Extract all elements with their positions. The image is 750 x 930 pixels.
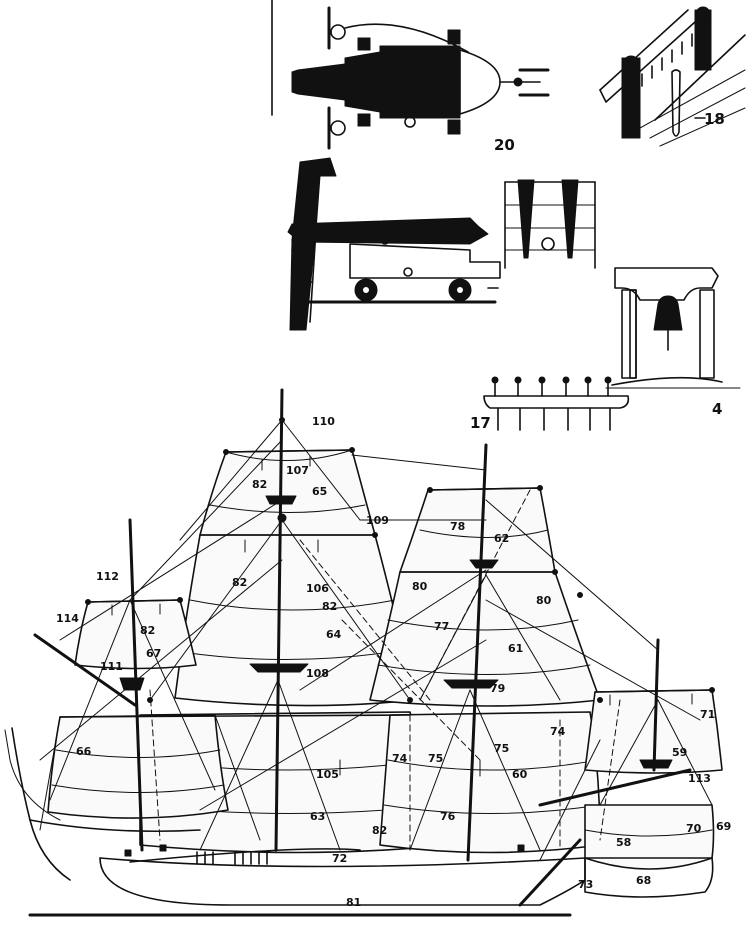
label-70: 70 bbox=[686, 822, 702, 835]
label-79: 79 bbox=[490, 682, 505, 695]
figure-label-fife-rail: 17 bbox=[470, 414, 491, 432]
label-106: 106 bbox=[306, 582, 329, 595]
fife-rail-diagram: 17 bbox=[470, 376, 630, 432]
label-68: 68 bbox=[636, 874, 651, 887]
label-73: 73 bbox=[578, 878, 593, 891]
label-65: 65 bbox=[312, 485, 327, 498]
label-63: 63 bbox=[310, 810, 325, 823]
label-66: 66 bbox=[76, 745, 92, 758]
label-78: 78 bbox=[450, 520, 465, 533]
label-112: 112 bbox=[96, 570, 119, 583]
label-60: 60 bbox=[512, 768, 528, 781]
label-105: 105 bbox=[316, 768, 339, 781]
label-107: 107 bbox=[286, 464, 309, 477]
label-80-right: 80 bbox=[536, 594, 552, 607]
pin-rail-diagram: 18 bbox=[599, 6, 746, 147]
label-81: 81 bbox=[346, 896, 361, 909]
label-75-right: 75 bbox=[494, 742, 509, 755]
label-80-left: 80 bbox=[412, 580, 428, 593]
label-82-fore-top: 82 bbox=[252, 478, 267, 491]
label-82-fore: 82 bbox=[232, 576, 247, 589]
ship-hull bbox=[4, 727, 714, 917]
label-61: 61 bbox=[508, 642, 523, 655]
label-110: 110 bbox=[312, 415, 335, 428]
label-113: 113 bbox=[688, 772, 711, 785]
label-77: 77 bbox=[434, 620, 449, 633]
ship-masts bbox=[33, 388, 713, 862]
label-76: 76 bbox=[440, 810, 456, 823]
cannon-plan-view: 20 bbox=[271, 0, 550, 154]
cannon-side-view bbox=[287, 157, 501, 331]
label-82-low: 82 bbox=[372, 824, 387, 837]
label-67: 67 bbox=[146, 647, 161, 660]
label-111: 111 bbox=[100, 660, 123, 673]
label-62: 62 bbox=[494, 532, 509, 545]
label-74-main: 74 bbox=[550, 725, 566, 738]
label-71: 71 bbox=[700, 708, 715, 721]
label-109: 109 bbox=[366, 514, 389, 527]
figure-label-cannon-plan: 20 bbox=[494, 136, 515, 154]
figure-label-pin-rail: 18 bbox=[704, 110, 725, 128]
label-64: 64 bbox=[326, 628, 342, 641]
label-58: 58 bbox=[616, 836, 631, 849]
cleat-detail bbox=[504, 179, 596, 269]
label-82-fore-stay: 82 bbox=[322, 600, 337, 613]
ship-callouts: 114 112 111 67 66 82 110 107 65 109 82 8… bbox=[56, 415, 731, 909]
label-72: 72 bbox=[332, 852, 347, 865]
figure-label-belfry: 4 bbox=[712, 400, 722, 418]
belfry-diagram: 4 bbox=[605, 267, 741, 418]
label-75-left: 75 bbox=[428, 752, 443, 765]
label-108: 108 bbox=[306, 667, 329, 680]
label-59: 59 bbox=[672, 746, 687, 759]
ship-sails bbox=[47, 449, 723, 870]
label-82-sprit: 82 bbox=[140, 624, 155, 637]
label-74-fore: 74 bbox=[392, 752, 408, 765]
ship-rigging bbox=[39, 417, 715, 861]
label-114: 114 bbox=[56, 612, 79, 625]
label-69: 69 bbox=[716, 820, 731, 833]
